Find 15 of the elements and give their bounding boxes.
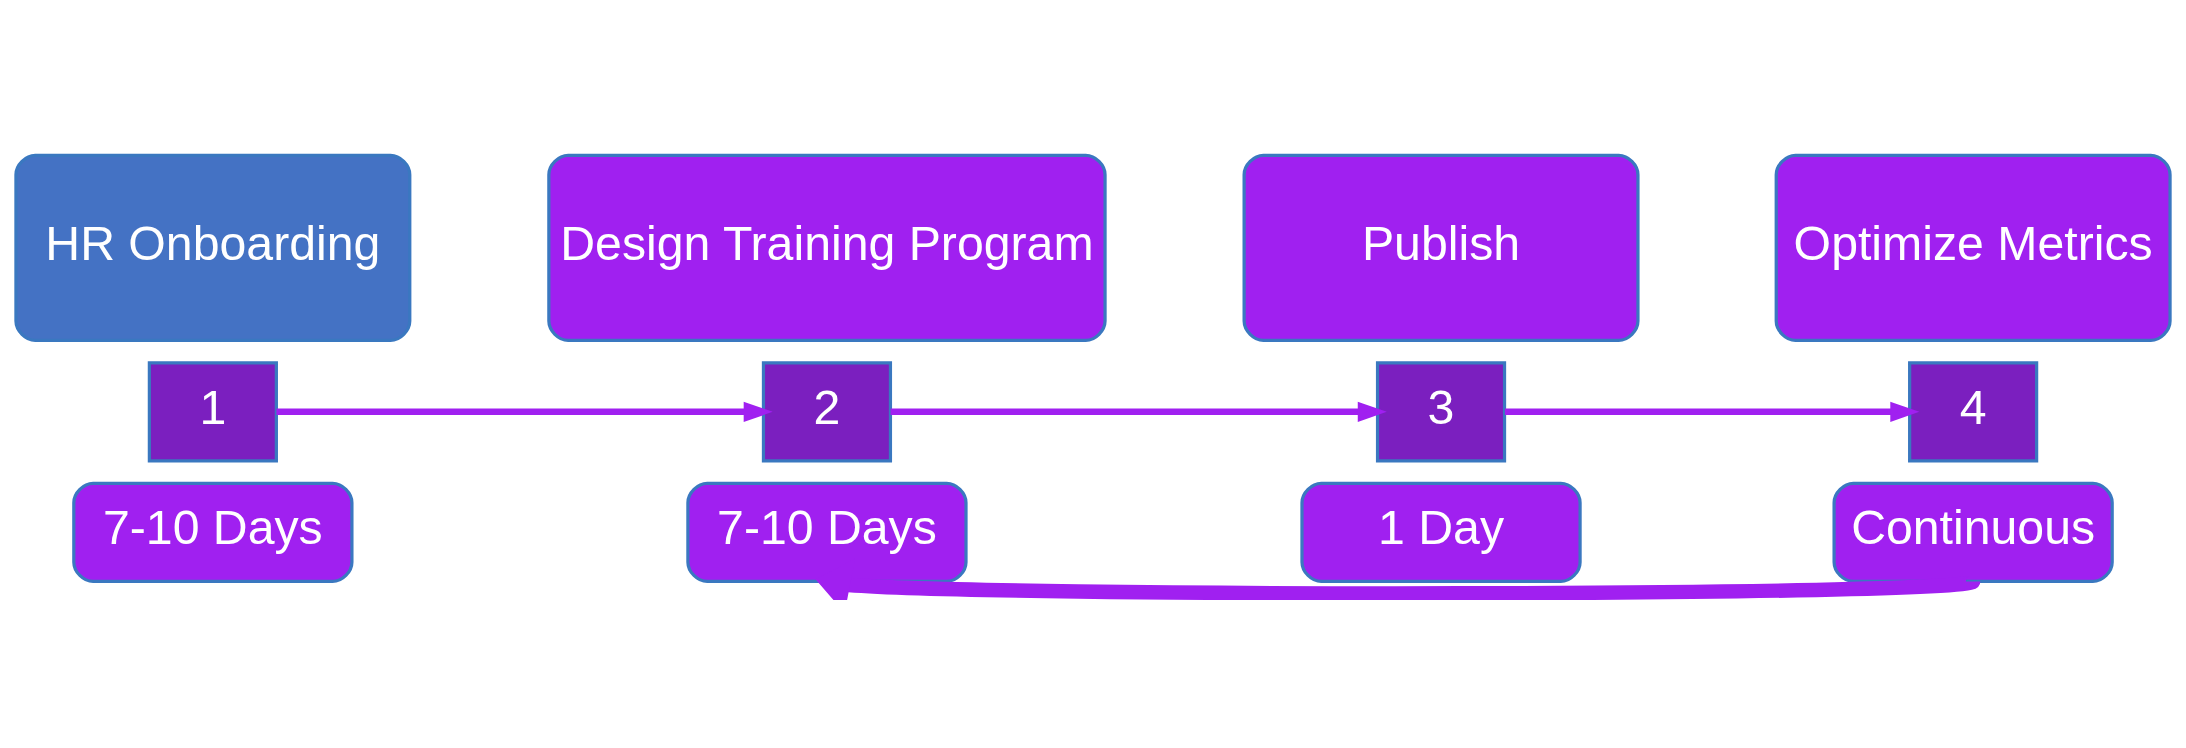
node-box: 1 Day <box>1300 481 1582 583</box>
node-box: 7-10 Days <box>686 481 968 583</box>
node-box: 1 <box>147 360 278 462</box>
arrow <box>890 401 1387 422</box>
arrow <box>276 401 773 422</box>
node-box: 7-10 Days <box>72 481 354 583</box>
node-box: HR Onboarding <box>14 153 412 342</box>
node-box: Publish <box>1242 153 1640 342</box>
node-box: Continuous <box>1832 481 2114 583</box>
node-box: 4 <box>1908 360 2039 462</box>
node-box: Optimize Metrics <box>1774 153 2172 342</box>
node-box: 2 <box>761 360 893 462</box>
arrow <box>1504 401 1920 422</box>
node-box: Design Training Program <box>547 153 1107 342</box>
node-box: 3 <box>1375 360 1507 462</box>
